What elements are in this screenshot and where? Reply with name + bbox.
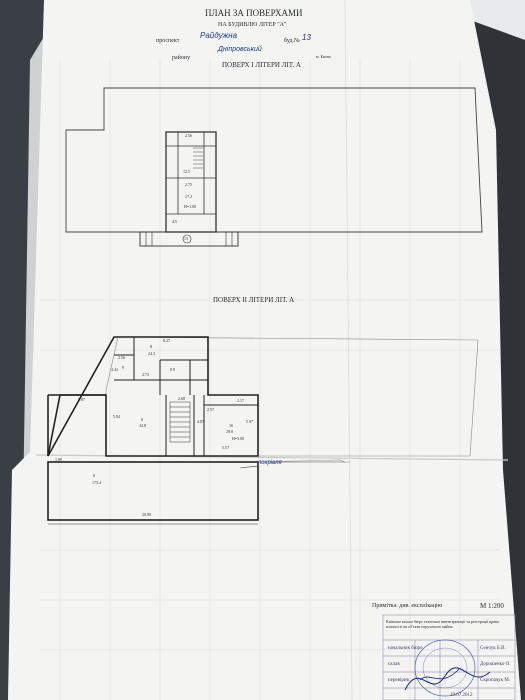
district-value: Дніпровський: [218, 46, 262, 53]
floor1-dim: 12.5: [183, 169, 190, 174]
floor2-dim: 4.87: [197, 419, 204, 424]
floor1-dim: 2.56: [185, 133, 192, 138]
building-label: буд.№: [284, 38, 300, 44]
floor2-dim: 8.9: [170, 367, 175, 372]
floor2-dim: H=3.00: [232, 436, 245, 441]
floor2-large-room: [47, 461, 259, 521]
desk-paper-corner: [455, 0, 525, 40]
plan-title: ПЛАН ЗА ПОВЕРХАМИ: [205, 8, 303, 18]
floor2-outline: [47, 336, 259, 457]
stamp-row-name: Сенчук Б.В.: [480, 646, 506, 651]
building-value: 13: [302, 33, 311, 42]
floor2-dim: 6: [141, 417, 143, 422]
street-label: проспект: [156, 38, 180, 44]
district-label: району: [172, 55, 191, 61]
floor2-dim: 2.17: [237, 398, 244, 403]
floor1-dim: 17.2: [185, 194, 192, 199]
stamp-note: Примітка: див. експлікацію: [372, 603, 443, 609]
plan-subtitle: НА БУДИВЛЮ ЛІТЕР "А": [218, 22, 287, 28]
city-label: м. Києва: [316, 54, 331, 59]
street-value: Райдужна: [200, 31, 238, 40]
floor1-stair: [193, 147, 203, 169]
floor2-dim: 2.56: [118, 355, 125, 360]
floor2-dim: 5.57: [222, 445, 229, 450]
floor2-dim: 1.00: [55, 457, 62, 462]
floor1-dim: 4.5: [172, 219, 177, 224]
floor2-dim: 24.3: [148, 351, 155, 356]
floor2-dim: 5.84: [113, 414, 120, 419]
floor1-heading: ПОВЕРХ І ЛІТЕРИ ЛІТ. А: [222, 61, 301, 69]
floor2-dim: 16: [229, 423, 233, 428]
stamp-org: Київське міське бюро технічної інвентари…: [386, 619, 499, 629]
floor2-dim: 5.87: [78, 397, 85, 402]
official-seal-inner: [422, 647, 468, 689]
floor2-dim: 2.57: [207, 407, 214, 412]
floor2-dim: 29.0: [226, 429, 233, 434]
stamp-row-name: Скрипачук М.: [480, 678, 511, 683]
floor2-dim: 9: [122, 365, 124, 370]
floor2-stair: [169, 401, 191, 443]
signature: [419, 667, 461, 681]
stamp-date: 19.07.2012: [450, 693, 473, 698]
floor1-dim: 13: [184, 236, 188, 241]
floor1-dim: 2.75: [185, 182, 192, 187]
floor2-dim: 4.43: [111, 367, 118, 372]
floor1-porch: [139, 231, 239, 247]
stamp-row-role: начальник бюро: [388, 646, 423, 651]
stamp-scale: М 1:200: [480, 602, 504, 610]
floor2-dim: 8: [150, 344, 152, 349]
floor2-dim: 20.90: [142, 512, 151, 517]
floor2-dim: 32.8: [139, 423, 146, 428]
floor1-room-marker: [182, 234, 192, 244]
floor2-dim: 2.68: [178, 396, 185, 401]
floor1-dim: H=1.00: [184, 204, 197, 209]
floor2-dim: 6: [93, 473, 95, 478]
stamp-row-role: перевірив: [388, 678, 409, 683]
floor2-interior-walls: [114, 337, 258, 456]
floor2-heading: ПОВЕРХ ІІ ЛІТЕРИ ЛІТ. А: [213, 296, 295, 304]
official-seal: [414, 639, 476, 697]
floor2-dim: 175.4: [92, 480, 101, 485]
stamp-row-name: Дорошенко О.: [480, 662, 511, 667]
stamp-row-role: склав: [388, 662, 400, 667]
floor2-dim: 2.73: [142, 372, 149, 377]
floor2-dim: 5.97: [246, 419, 253, 424]
roof-note-arrow: [239, 465, 259, 469]
floor1-porch-columns: [145, 232, 233, 246]
floor2-dim: 8.27: [163, 338, 170, 343]
signature: [404, 667, 491, 691]
floor2-upper-outline: [105, 336, 479, 457]
roof-note: покрівля: [258, 460, 282, 466]
